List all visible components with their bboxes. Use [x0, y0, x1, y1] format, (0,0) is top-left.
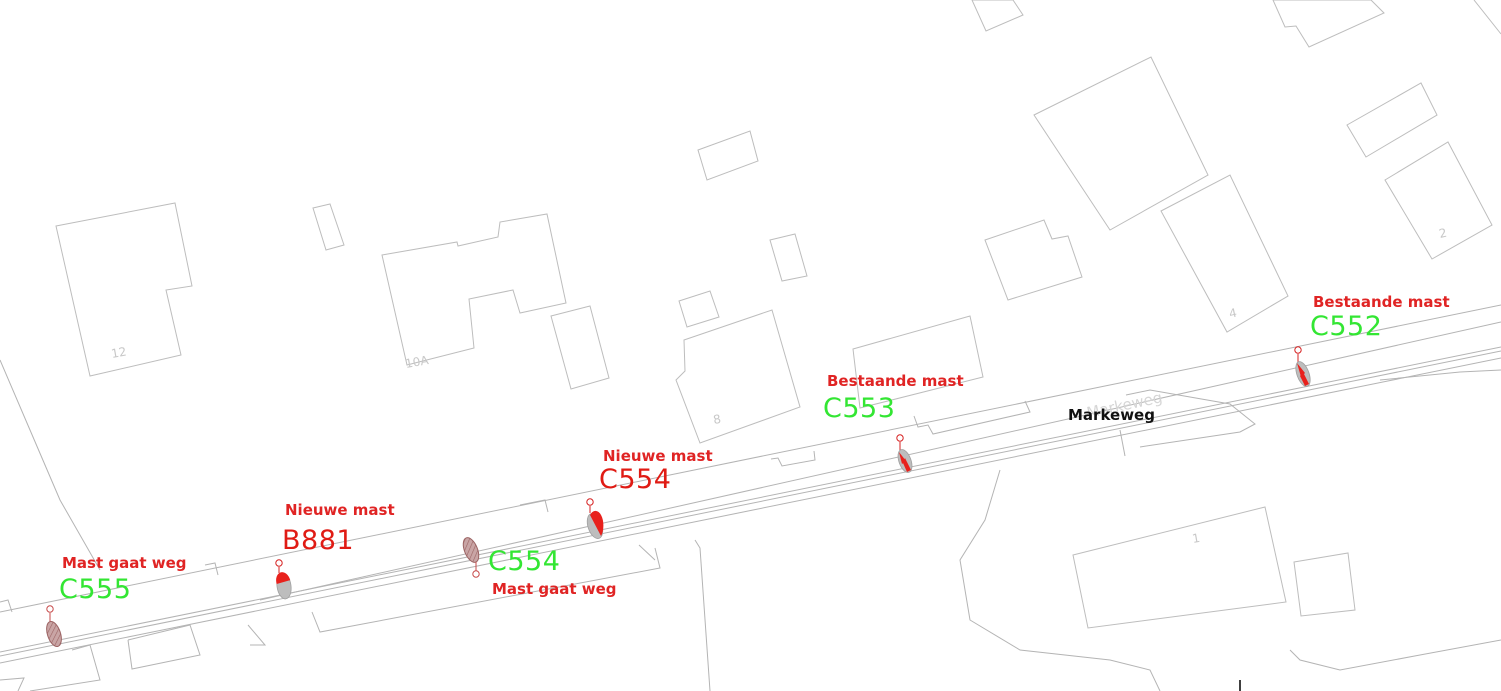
house-number: 8 [712, 412, 722, 427]
b881-note: Nieuwe mast [285, 501, 395, 519]
c552-code: C552 [1310, 311, 1383, 342]
building [1033, 56, 1209, 231]
c554-old-note: Mast gaat weg [492, 580, 617, 598]
roads-layer [0, 304, 1501, 691]
house-number: 12 [110, 345, 127, 361]
c555-code: C555 [59, 574, 132, 605]
building [312, 203, 345, 251]
building [381, 213, 567, 366]
building [852, 315, 984, 409]
house-number: 4 [1228, 306, 1238, 321]
building [675, 309, 801, 444]
building [1160, 174, 1289, 333]
building [984, 219, 1083, 301]
building [769, 233, 808, 282]
c554-note: Nieuwe mast [603, 447, 713, 465]
b881-code: B881 [282, 525, 355, 556]
building [1473, 0, 1501, 35]
c554-old-code: C554 [488, 546, 561, 577]
c555-note: Mast gaat weg [62, 554, 187, 572]
building [1072, 506, 1287, 629]
buildings-layer [55, 0, 1501, 629]
c553-note: Bestaande mast [827, 372, 964, 390]
building [55, 202, 193, 377]
building [1272, 0, 1385, 48]
mast-c552-marker[interactable] [1293, 346, 1313, 388]
building [1384, 141, 1493, 260]
mast-c555-marker[interactable] [44, 605, 64, 649]
building [697, 130, 759, 181]
mast-c553-marker[interactable] [895, 434, 914, 475]
street-name-label: Markeweg [1068, 406, 1155, 424]
house-number: 10A [404, 353, 430, 371]
house-number: 1 [1191, 531, 1201, 546]
c552-note: Bestaande mast [1313, 293, 1450, 311]
mast-c554-old-marker[interactable] [460, 536, 482, 578]
house-number: 2 [1438, 226, 1448, 241]
building [550, 305, 610, 390]
building [1346, 82, 1438, 158]
mast-b881-marker[interactable] [275, 559, 293, 600]
c553-code: C553 [823, 393, 896, 424]
c554-code: C554 [599, 464, 672, 495]
building [678, 290, 720, 328]
building [1293, 552, 1356, 617]
building [971, 0, 1024, 32]
mast-c554-marker[interactable] [584, 498, 605, 541]
